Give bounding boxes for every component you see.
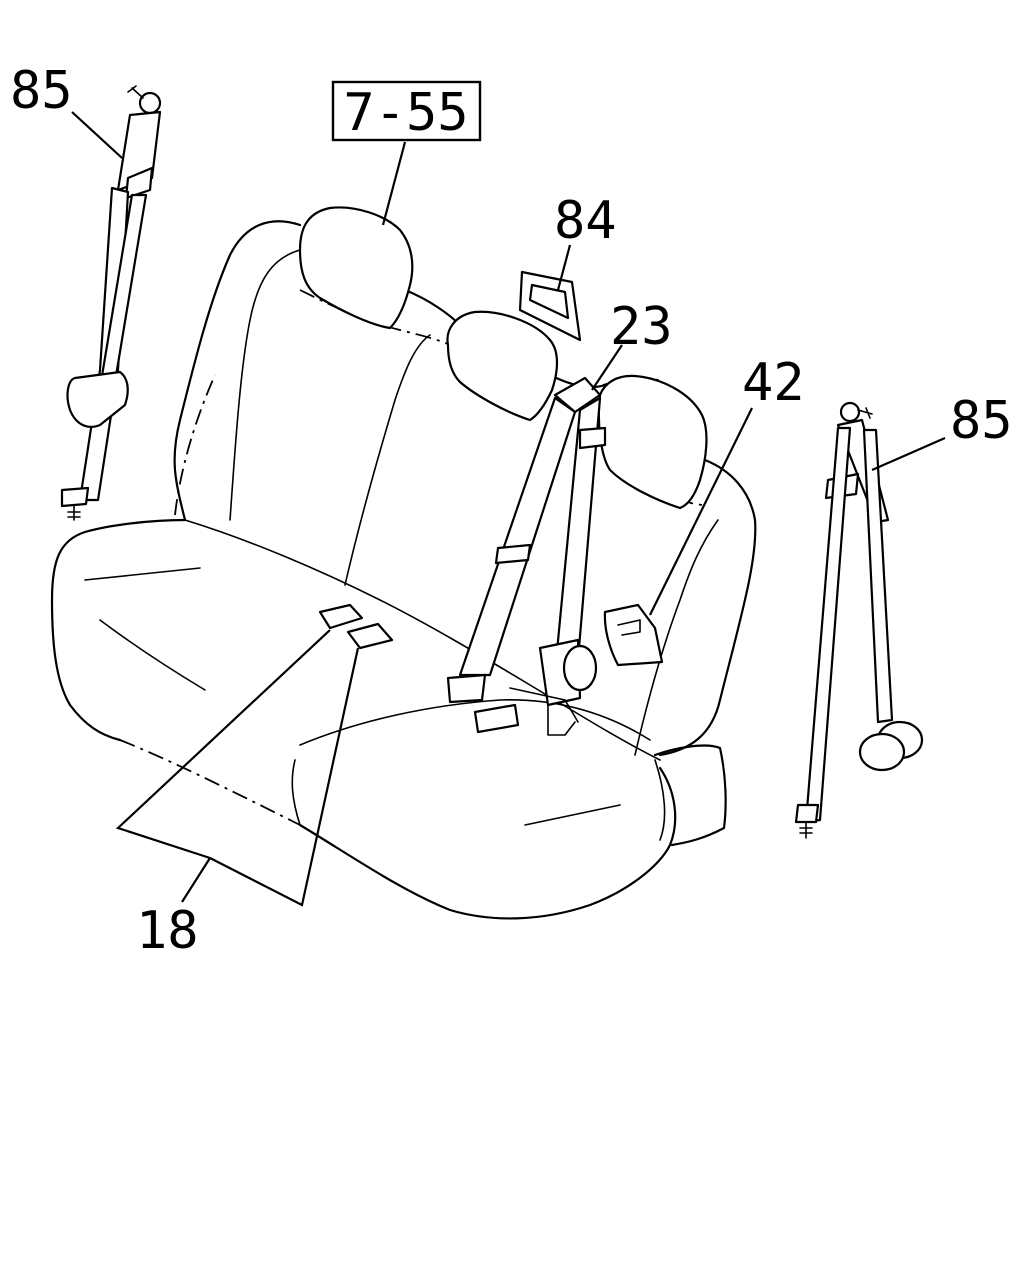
center-floor-buckle [473,703,520,734]
belt-right-long-webbing [804,426,852,824]
part-18-buckle-right [346,622,394,650]
leader-18-a [115,629,331,860]
belt-left-anchor-stud [127,85,144,99]
center-belt-upper-clip [578,426,607,450]
callout-85-right: 85 [950,391,1013,451]
belt-right-lower-anchor-plate [794,803,820,824]
part-42-buckle-cover [603,603,664,667]
part-18-buckle-left [318,603,364,630]
seat-cushion-outline [50,518,187,742]
leader-85-left [71,111,123,159]
seat-back-inner-left [229,249,301,521]
seat-cushion-front-edge [298,766,677,920]
cushion-back-joint [184,519,661,761]
part-84-bracket [518,270,582,342]
seat-back-outline [173,220,757,757]
belt-right-lower-bolt [799,821,813,839]
center-belt-diagonal-webbing [458,396,577,677]
cushion-seam-left [84,567,206,691]
callout-42: 42 [742,353,805,413]
ref-box-frame [331,80,482,142]
center-belt-slide-clip [494,543,532,565]
belt-assembly-left [60,85,162,521]
leader-lines [71,111,946,907]
seat-side-panel [653,744,727,847]
cushion-front-rim [291,759,666,841]
belt-left-lower-bolt [67,505,81,521]
seat-cushion-front-crease [119,739,301,826]
center-belt [446,376,607,736]
callout-18: 18 [136,901,199,961]
leader-ref-box [381,141,407,226]
headrest-left [298,206,414,330]
headrest-right [597,374,708,510]
belt-left-lower-anchor-plate [60,486,90,508]
belt-right-shoulder-strap [862,428,894,724]
belt-right-top-anchor-bolt [839,401,861,423]
belt-left-top-anchor-bolt [138,91,162,115]
leader-85-right [871,436,946,472]
belt-right-anchor-stud [857,407,873,419]
leader-18-b [209,647,360,907]
belt-left-retractor [66,370,129,428]
seat-back-crease-left [174,374,216,516]
callout-85-left: 85 [10,61,73,121]
cushion-seam-right [299,699,651,826]
callout-84: 84 [554,191,617,251]
leader-23 [591,344,623,391]
callout-23: 23 [610,297,673,357]
seat-back-inner-middle [344,334,431,586]
center-belt-tongue [446,673,487,704]
seat-back-inner-right [634,519,719,756]
belt-right-retractor-cap [858,732,906,772]
rear-seat [50,206,757,920]
ref-box-label: 7-55 [343,83,468,143]
center-belt-retractor-bracket [509,687,579,736]
headrest-middle [446,310,559,422]
leader-84 [556,244,572,291]
belt-assembly-right [794,401,924,839]
leader-18-stem [181,857,211,903]
leader-42 [649,407,753,616]
seat-back-headrest-base [299,289,451,346]
part-42-detail [617,619,641,636]
center-belt-retractor-drum [562,644,598,692]
